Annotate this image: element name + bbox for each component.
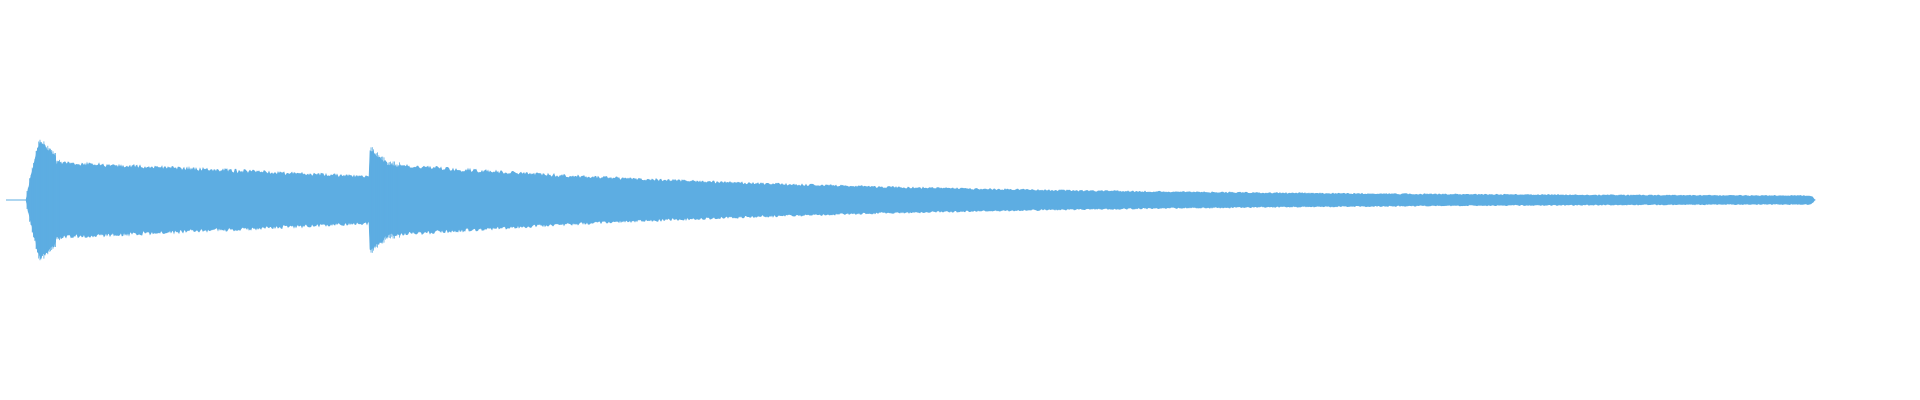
waveform-transient-detail (26, 139, 401, 261)
waveform-envelope (25, 140, 1816, 260)
